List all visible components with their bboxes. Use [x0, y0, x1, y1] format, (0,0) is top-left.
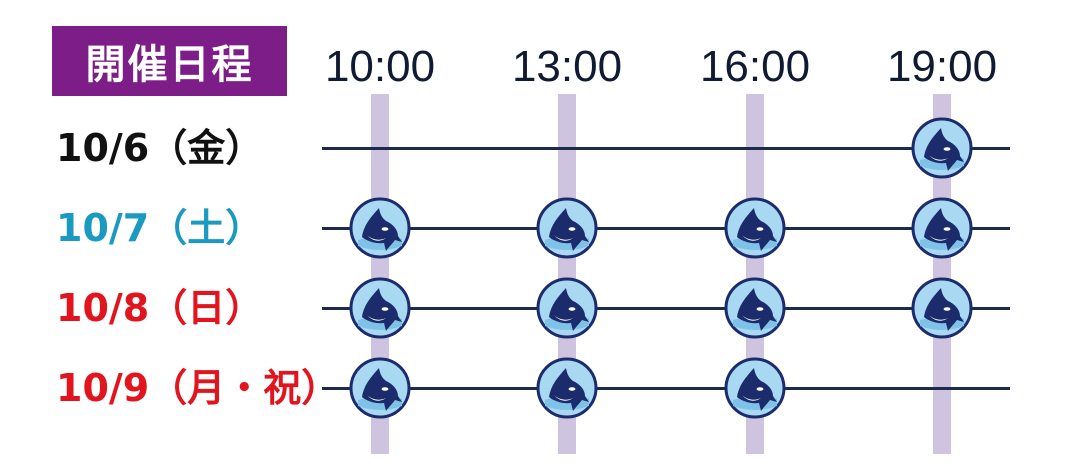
- schedule-title: 開催日程: [52, 26, 287, 96]
- orca-icon: [348, 196, 412, 260]
- date-label: 10/7（土）: [56, 206, 264, 250]
- time-label: 13:00: [511, 42, 623, 91]
- time-label: 19:00: [886, 42, 998, 91]
- orca-icon: [910, 116, 974, 180]
- date-timeline: [322, 387, 1010, 390]
- date-label: 10/6（金）: [56, 126, 264, 170]
- orca-icon: [910, 196, 974, 260]
- orca-icon: [535, 196, 599, 260]
- date-timeline: [322, 227, 1010, 230]
- orca-icon: [723, 276, 787, 340]
- orca-icon: [348, 276, 412, 340]
- date-timeline: [322, 307, 1010, 310]
- orca-icon: [535, 356, 599, 420]
- time-column-band: [933, 94, 951, 454]
- date-timeline: [322, 147, 1010, 150]
- orca-icon: [910, 276, 974, 340]
- orca-icon: [723, 196, 787, 260]
- time-label: 16:00: [699, 42, 811, 91]
- orca-icon: [348, 356, 412, 420]
- time-label: 10:00: [324, 42, 436, 91]
- date-label: 10/8（日）: [56, 286, 264, 330]
- orca-icon: [535, 276, 599, 340]
- date-label: 10/9（月・祝）: [56, 366, 340, 410]
- orca-icon: [723, 356, 787, 420]
